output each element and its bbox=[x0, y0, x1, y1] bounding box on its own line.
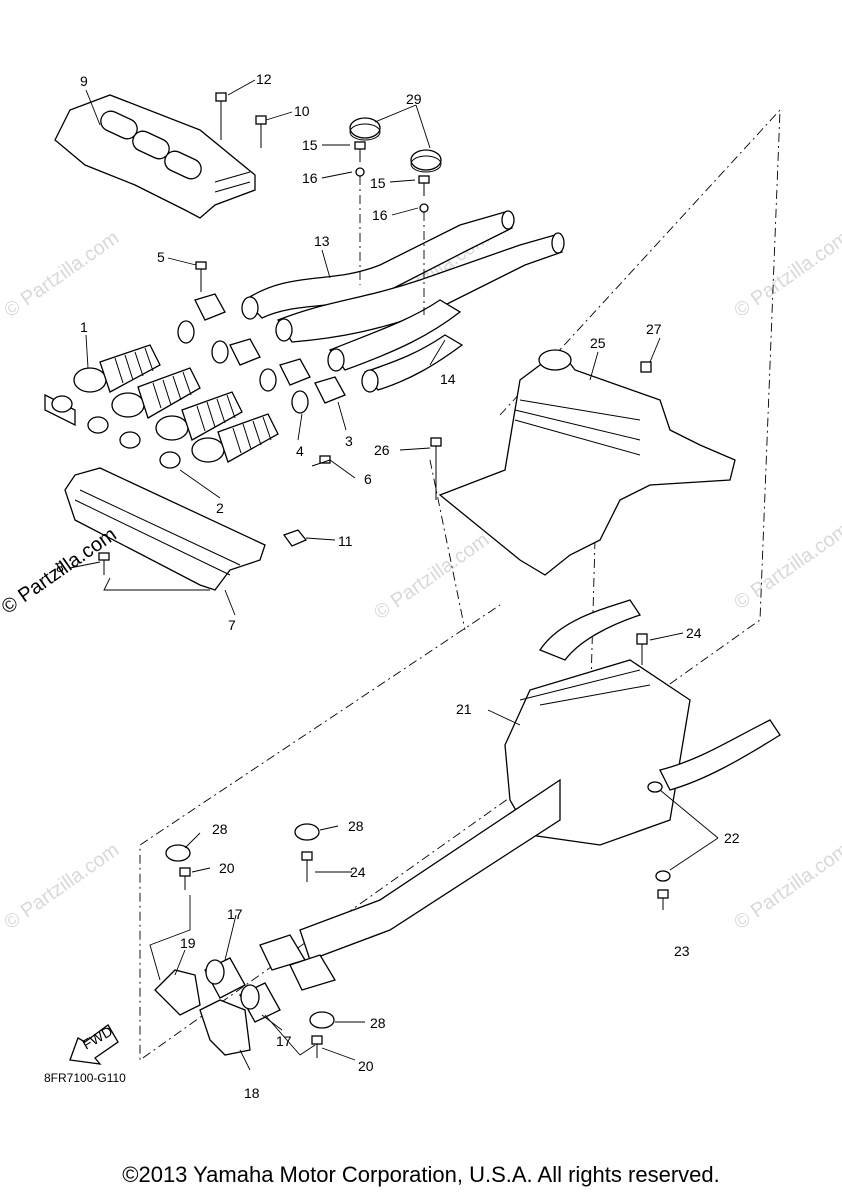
callout-21: 21 bbox=[456, 701, 472, 717]
heat-shield-upper bbox=[54, 94, 256, 219]
callout-4: 4 bbox=[296, 443, 304, 459]
callout-15a: 15 bbox=[302, 137, 318, 153]
callout-6: 6 bbox=[364, 471, 372, 487]
rubber-cap-28a bbox=[165, 844, 191, 862]
bolt-24b bbox=[301, 851, 313, 882]
muffler-heat-shield-25 bbox=[438, 349, 736, 576]
callout-16a: 16 bbox=[302, 170, 318, 186]
callout-13: 13 bbox=[314, 233, 330, 249]
callout-25: 25 bbox=[590, 335, 606, 351]
callout-8: 8 bbox=[56, 559, 64, 575]
bolt-26 bbox=[430, 437, 442, 500]
callout-28b: 28 bbox=[348, 818, 364, 834]
callout-24a: 24 bbox=[686, 625, 702, 641]
watermark: © Partzilla.com bbox=[370, 529, 493, 624]
callout-5: 5 bbox=[157, 249, 165, 265]
clamp-3 bbox=[194, 293, 346, 404]
callout-19: 19 bbox=[180, 935, 196, 951]
callout-2: 2 bbox=[216, 500, 224, 516]
callout-3: 3 bbox=[345, 433, 353, 449]
rubber-cap-28b bbox=[294, 823, 320, 841]
bellows-1c bbox=[155, 391, 243, 441]
bracket-18 bbox=[199, 999, 251, 1056]
gasket-2 bbox=[44, 393, 181, 469]
callout-10: 10 bbox=[294, 103, 310, 119]
callout-9: 9 bbox=[80, 73, 88, 89]
bellows-1a bbox=[73, 344, 161, 393]
joint-17 bbox=[204, 934, 336, 1023]
leader-lines bbox=[69, 79, 719, 1071]
bolt-6 bbox=[311, 455, 331, 467]
exhaust-pipe-13 bbox=[241, 210, 515, 320]
watermark: © Partzilla.com bbox=[730, 839, 842, 934]
bracket-19 bbox=[154, 969, 201, 1016]
heat-shield-lower bbox=[64, 467, 266, 591]
damper-22 bbox=[647, 781, 671, 882]
bolt-12 bbox=[215, 92, 227, 140]
bolt-20a bbox=[179, 867, 191, 890]
clip-11 bbox=[282, 529, 308, 547]
callout-1: 1 bbox=[80, 319, 88, 335]
callout-24b: 24 bbox=[350, 864, 366, 880]
copyright-notice: ©2013 Yamaha Motor Corporation, U.S.A. A… bbox=[122, 1162, 720, 1187]
fwd-arrow-icon: FWD bbox=[69, 1023, 119, 1065]
callout-28c: 28 bbox=[370, 1015, 386, 1031]
callout-26: 26 bbox=[374, 442, 390, 458]
callout-17b: 17 bbox=[276, 1033, 292, 1049]
watermark: © Partzilla.com bbox=[0, 227, 123, 322]
callout-28a: 28 bbox=[212, 821, 228, 837]
exhaust-pipe-14-lower bbox=[327, 299, 464, 393]
bolt-20b bbox=[311, 1035, 323, 1058]
bolt-24a bbox=[636, 633, 648, 665]
diagram-code: 8FR7100-G110 bbox=[44, 1071, 126, 1085]
callout-12: 12 bbox=[256, 71, 272, 87]
bolt-8 bbox=[98, 552, 110, 575]
rubber-cap-29b bbox=[410, 149, 442, 173]
callout-7: 7 bbox=[228, 617, 236, 633]
callout-20b: 20 bbox=[358, 1058, 374, 1074]
bellows-1d bbox=[191, 413, 279, 463]
callout-14: 14 bbox=[440, 371, 456, 387]
bellows-1b bbox=[111, 367, 201, 419]
bolt-5 bbox=[195, 261, 207, 292]
callout-27: 27 bbox=[646, 321, 662, 337]
exhaust-pipe-14 bbox=[275, 232, 565, 343]
washer-16a bbox=[355, 167, 365, 177]
watermark: © Partzilla.com bbox=[730, 227, 842, 322]
bolt-15a bbox=[354, 141, 366, 162]
gasket-4 bbox=[177, 320, 309, 414]
callout-16b: 16 bbox=[372, 207, 388, 223]
bolt-15b bbox=[418, 175, 430, 196]
callout-18: 18 bbox=[244, 1085, 260, 1101]
callout-22: 22 bbox=[724, 830, 740, 846]
callout-17a: 17 bbox=[227, 906, 243, 922]
rubber-cap-28c bbox=[309, 1011, 335, 1029]
callout-11: 11 bbox=[338, 533, 353, 549]
callout-15b: 15 bbox=[370, 175, 386, 191]
callout-29: 29 bbox=[406, 91, 422, 107]
callout-labels: 9 12 10 29 15 16 15 16 13 5 1 14 3 4 6 2… bbox=[56, 71, 740, 1101]
rubber-cap-29a bbox=[349, 117, 381, 141]
bolt-27 bbox=[640, 361, 652, 373]
washer-16b bbox=[419, 203, 429, 213]
bolt-23 bbox=[657, 889, 669, 910]
muffler-21 bbox=[299, 599, 781, 961]
callout-20a: 20 bbox=[219, 860, 235, 876]
callout-23: 23 bbox=[674, 943, 690, 959]
watermark: © Partzilla.com bbox=[730, 519, 842, 614]
watermark: © Partzilla.com bbox=[0, 839, 123, 934]
bolt-10 bbox=[255, 115, 267, 148]
section-boundary bbox=[139, 108, 781, 1061]
